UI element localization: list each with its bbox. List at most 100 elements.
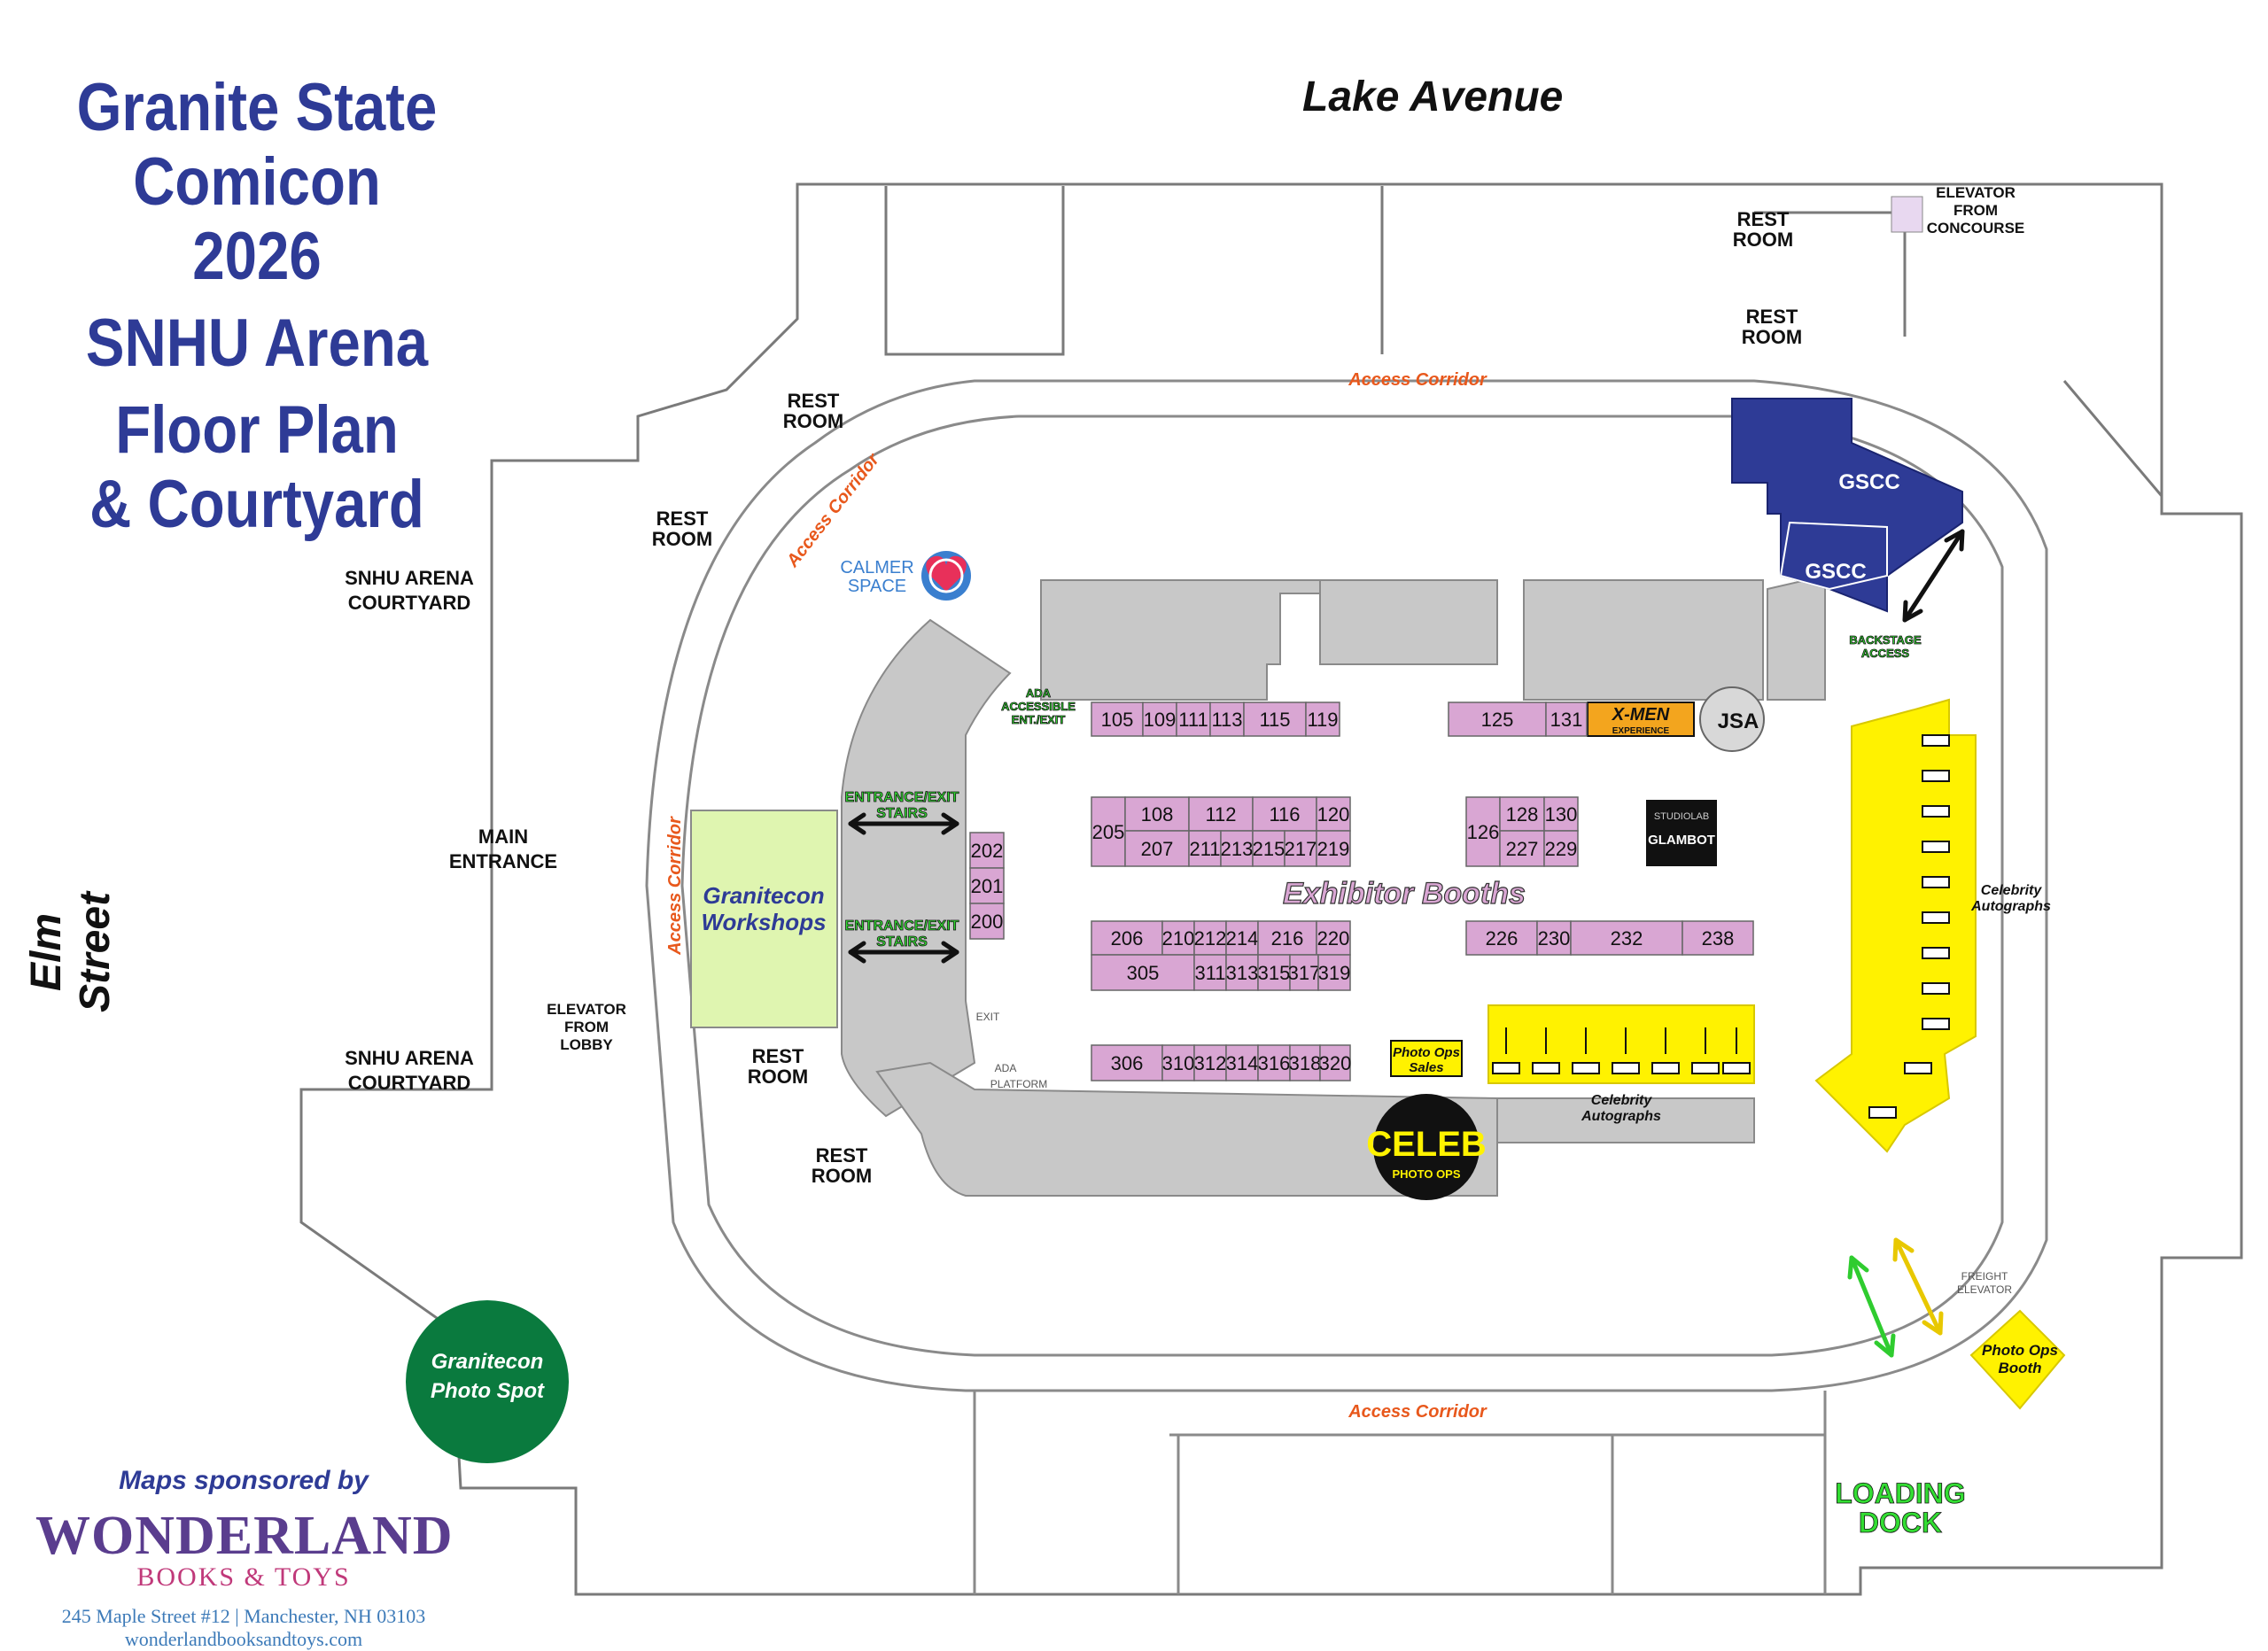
photo-ops-sales-label-1: Photo Ops — [1393, 1045, 1460, 1060]
booth-212 — [1193, 920, 1227, 956]
elevator-concourse-box — [1891, 196, 1923, 233]
booth-108 — [1124, 796, 1190, 832]
access-corridor-west: Access Corridor — [665, 816, 685, 956]
booth-105 — [1091, 701, 1144, 737]
xmen-sublabel: EXPERIENCE — [1612, 726, 1670, 736]
title-line-2: Comicon 2026 — [133, 144, 381, 294]
booth-label-316: 316 — [1258, 1052, 1291, 1074]
booth-label-232: 232 — [1611, 927, 1643, 950]
booth-label-116: 116 — [1269, 803, 1300, 826]
title-line-3: SNHU Arena — [85, 306, 429, 381]
ada-platform-2: PLATFORM — [990, 1078, 1047, 1090]
rest-room-2b: ROOM — [1742, 326, 1802, 348]
booth-207 — [1124, 830, 1190, 867]
booth-320 — [1319, 1044, 1351, 1081]
booth-315 — [1257, 954, 1291, 991]
booth-label-319: 319 — [1318, 962, 1351, 984]
elevator-concourse-3: CONCOURSE — [1927, 220, 2025, 236]
booth-label-306: 306 — [1111, 1052, 1144, 1074]
rest-room-6a: REST — [816, 1144, 868, 1167]
autograph-arrows-south — [1505, 1027, 1737, 1054]
booth-label-313: 313 — [1226, 962, 1259, 984]
booth-label-215: 215 — [1253, 838, 1285, 860]
rest-room-6b: ROOM — [812, 1165, 872, 1187]
booth-label-206: 206 — [1111, 927, 1144, 950]
booth-229 — [1543, 830, 1579, 867]
booth-label-108: 108 — [1141, 803, 1174, 826]
sponsor-logo: WONDERLAND — [35, 1506, 454, 1566]
studiolab-label: STUDIOLAB — [1654, 811, 1709, 822]
seating-north-4 — [1767, 574, 1826, 701]
booth-label-217: 217 — [1285, 838, 1317, 860]
booth-label-111: 111 — [1178, 709, 1208, 731]
booth-119 — [1305, 701, 1340, 737]
seating-north-2 — [1319, 579, 1498, 665]
studiolab-glambot — [1646, 800, 1717, 866]
gscc-label-1: GSCC — [1838, 470, 1899, 494]
arena-ring — [645, 379, 2048, 1594]
booth-230 — [1536, 920, 1572, 956]
booth-319 — [1317, 954, 1351, 991]
stairs-south-2: STAIRS — [876, 934, 928, 950]
calmer-space-label-1: CALMER — [840, 558, 913, 577]
booth-316 — [1257, 1044, 1291, 1081]
booth-label-210: 210 — [1162, 927, 1195, 950]
booth-label-212: 212 — [1194, 927, 1227, 950]
photo-spot-label-2: Photo Spot — [431, 1379, 545, 1403]
rest-room-1a: REST — [1737, 208, 1790, 230]
booth-label-213: 213 — [1221, 838, 1254, 860]
booth-227 — [1499, 830, 1545, 867]
access-corridor-north: Access Corridor — [1348, 370, 1487, 390]
workshops-label-2: Workshops — [701, 909, 826, 935]
booth-label-317: 317 — [1288, 962, 1321, 984]
arrow-backstage — [1902, 529, 1965, 623]
title-line-1: Granite State — [76, 70, 438, 145]
photo-ops-booth — [1969, 1309, 2066, 1410]
photo-spot — [406, 1300, 569, 1463]
rest-room-1b: ROOM — [1733, 229, 1793, 251]
booth-label-126: 126 — [1467, 821, 1500, 843]
rest-room-5b: ROOM — [748, 1066, 808, 1088]
booth-213 — [1220, 830, 1254, 867]
access-corridor-south: Access Corridor — [1348, 1402, 1487, 1422]
xmen-label: X-MEN — [1612, 705, 1670, 725]
booth-label-219: 219 — [1317, 838, 1350, 860]
booth-label-201: 201 — [971, 875, 1004, 897]
booth-313 — [1225, 954, 1259, 991]
elevator-lobby-1: ELEVATOR — [547, 1001, 626, 1018]
stairs-north-2: STAIRS — [876, 806, 928, 821]
booth-label-115: 115 — [1259, 709, 1290, 731]
sponsor-logo-sub: BOOKS & TOYS — [136, 1562, 351, 1592]
loading-dock-2: DOCK — [1859, 1507, 1942, 1539]
seating-north-3 — [1523, 579, 1764, 701]
main-entrance-1: MAIN — [478, 826, 528, 848]
booth-label-314: 314 — [1226, 1052, 1259, 1074]
booth-label-112: 112 — [1205, 803, 1236, 826]
autograph-tables-east — [1868, 734, 1950, 1119]
rest-room-2a: REST — [1746, 306, 1798, 328]
sponsor-address: 245 Maple Street #12 | Manchester, NH 03… — [61, 1605, 426, 1627]
celeb-photo-ops-logo — [1373, 1094, 1480, 1200]
booth-label-119: 119 — [1307, 709, 1338, 731]
map-title: Granite State Comicon 2026 SNHU Arena Fl… — [35, 71, 478, 542]
ada-platform-1: ADA — [995, 1062, 1017, 1074]
photo-ops-sales — [1390, 1040, 1463, 1077]
rest-room-5a: REST — [752, 1045, 804, 1067]
booth-label-130: 130 — [1545, 803, 1578, 826]
booth-label-211: 211 — [1189, 838, 1220, 860]
booth-label-216: 216 — [1271, 927, 1304, 950]
booth-label-128: 128 — [1506, 803, 1539, 826]
freight-elevator-2: ELEVATOR — [1957, 1283, 2012, 1296]
booth-label-310: 310 — [1162, 1052, 1195, 1074]
arrow-green — [1849, 1255, 1894, 1358]
exit-label: EXIT — [976, 1011, 1000, 1023]
courtyard-south-2: COURTYARD — [348, 1072, 471, 1094]
jsa-logo — [1699, 686, 1765, 752]
courtyard-north-2: COURTYARD — [348, 592, 471, 614]
sponsor-website[interactable]: wonderlandbooksandtoys.com — [124, 1628, 363, 1650]
ada-entry-3: ENT./EXIT — [1012, 713, 1066, 726]
booth-label-205: 205 — [1092, 821, 1125, 843]
booth-238 — [1682, 920, 1754, 956]
celebrity-autographs-east-label-1: Celebrity — [1981, 883, 2043, 898]
